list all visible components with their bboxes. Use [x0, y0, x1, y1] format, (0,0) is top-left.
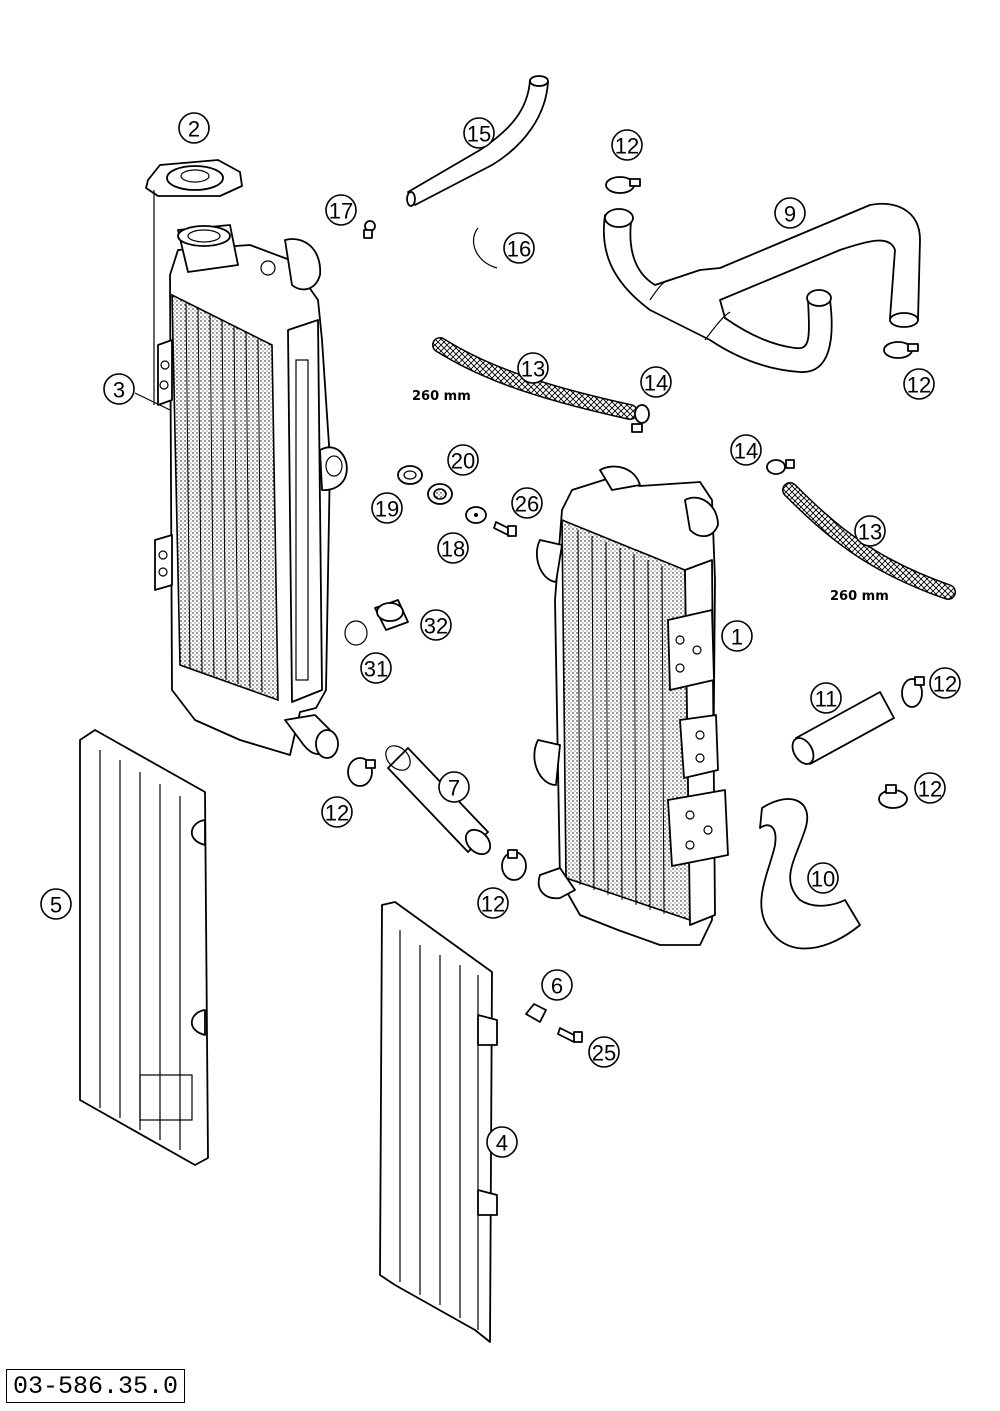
svg-text:19: 19 [375, 497, 399, 522]
callout-12-c: 12 [321, 796, 353, 828]
svg-text:18: 18 [441, 537, 465, 562]
small-fittings [344, 465, 583, 1043]
small-clips [363, 220, 795, 475]
callout-5: 5 [40, 888, 72, 920]
callout-12-a: 12 [611, 129, 643, 161]
callout-2: 2 [178, 112, 210, 144]
callout-20: 20 [447, 444, 479, 476]
svg-text:13: 13 [858, 520, 882, 545]
hose-straight-11 [791, 691, 895, 765]
svg-text:10: 10 [811, 867, 835, 892]
svg-text:25: 25 [592, 1041, 616, 1066]
radiator-cap [145, 159, 243, 197]
svg-text:12: 12 [907, 373, 931, 398]
callout-17: 17 [325, 194, 357, 226]
svg-text:12: 12 [615, 134, 639, 159]
callout-4: 4 [486, 1126, 518, 1158]
hose-y-branch [602, 202, 921, 373]
callout-10: 10 [807, 862, 839, 894]
svg-text:32: 32 [424, 614, 448, 639]
svg-text:11: 11 [815, 687, 838, 712]
svg-text:12: 12 [918, 777, 942, 802]
callout-6: 6 [541, 969, 573, 1001]
radiator-right [533, 465, 729, 946]
svg-text:2: 2 [188, 117, 200, 142]
callout-32: 32 [420, 609, 452, 641]
svg-text:7: 7 [448, 776, 460, 801]
svg-text:9: 9 [784, 202, 796, 227]
callout-14-b: 14 [730, 434, 762, 466]
hose-curved-10 [759, 798, 861, 950]
svg-text:31: 31 [364, 657, 388, 682]
callout-12-b: 12 [903, 368, 935, 400]
callout-12-e: 12 [929, 667, 961, 699]
callout-13-a: 13 [517, 352, 549, 384]
hose-breather [406, 75, 549, 207]
svg-text:5: 5 [50, 893, 62, 918]
callout-16: 16 [503, 232, 535, 264]
svg-text:6: 6 [551, 974, 563, 999]
drawing-number: 03-586.35.0 [6, 1369, 186, 1403]
svg-text:13: 13 [521, 357, 545, 382]
callout-18: 18 [437, 532, 469, 564]
svg-text:14: 14 [734, 439, 758, 464]
callout-31: 31 [360, 652, 392, 684]
callout-19: 19 [371, 492, 403, 524]
svg-text:3: 3 [113, 378, 125, 403]
callout-7: 7 [438, 771, 470, 803]
callout-26: 26 [511, 487, 543, 519]
radiator-left [154, 224, 348, 759]
callout-12-f: 12 [914, 772, 946, 804]
hose-straight-7 [385, 745, 492, 856]
svg-text:12: 12 [325, 801, 349, 826]
svg-text:20: 20 [451, 449, 475, 474]
svg-text:1: 1 [731, 625, 743, 650]
callout-12-d: 12 [477, 887, 509, 919]
svg-text:15: 15 [467, 122, 491, 147]
svg-text:26: 26 [515, 492, 539, 517]
callout-25: 25 [588, 1036, 620, 1068]
hose-mesh-lower [782, 482, 956, 600]
radiator-guard-left [79, 729, 209, 1166]
svg-text:12: 12 [933, 672, 957, 697]
svg-text:4: 4 [496, 1131, 508, 1156]
svg-text:17: 17 [329, 199, 353, 224]
svg-text:12: 12 [481, 892, 505, 917]
callout-15: 15 [463, 117, 495, 149]
callout-1: 1 [721, 620, 753, 652]
dimension-label-lower: 260 mm [830, 589, 889, 604]
callout-11: 11 [810, 682, 842, 714]
svg-text:16: 16 [507, 237, 531, 262]
hose-clamps [347, 176, 925, 881]
radiator-guard-center [379, 901, 498, 1343]
svg-text:14: 14 [644, 371, 668, 396]
callout-14-a: 14 [640, 366, 672, 398]
dimension-label-upper: 260 mm [412, 389, 471, 404]
hose-mesh-upper [432, 337, 638, 420]
callout-3: 3 [103, 373, 135, 405]
callout-13-b: 13 [854, 515, 886, 547]
leader-lines [134, 190, 171, 411]
callout-9: 9 [774, 197, 806, 229]
